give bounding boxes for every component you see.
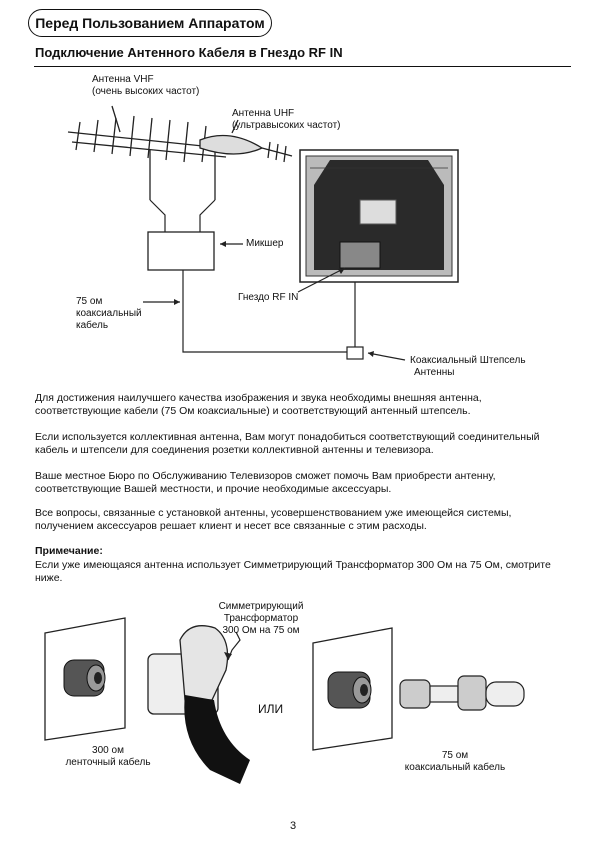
coaxial-cable-line	[182, 270, 348, 353]
note-text: Если уже имеющаяся антенна использует Си…	[35, 559, 551, 584]
uhf-antenna-icon	[199, 119, 293, 200]
mixer-box	[147, 231, 215, 271]
tv-rear-icon	[299, 149, 459, 283]
antenna-plug-label: Коаксиальный Штепсель Антенны	[410, 355, 526, 379]
wall-plate-right-icon	[312, 627, 393, 751]
coaxial-connector-icon	[399, 675, 525, 711]
or-label: ИЛИ	[258, 702, 284, 716]
transformer-label-line1: Симметрирующий Трансформатор	[218, 601, 304, 624]
coax-cable-label: 75 ом коаксиальный кабель	[400, 750, 510, 774]
section-title: Подключение Антенного Кабеля в Гнездо RF…	[35, 45, 343, 60]
ribbon-label-line1: 300 ом	[92, 745, 124, 756]
mixer-label: Микшер	[246, 238, 284, 249]
transformer-label-line2: 300 Ом на 75 ом	[222, 625, 300, 636]
uhf-antenna-label: Антенна UHF (ультравысоких частот)	[232, 108, 340, 132]
paragraph-4: Все вопросы, связанные с установкой анте…	[35, 507, 512, 532]
cable-label-line1: 75 ом	[76, 296, 103, 307]
uhf-label-line1: Антенна UHF	[232, 108, 295, 119]
vhf-label-line1: Антенна VHF	[92, 74, 154, 85]
note-title: Примечание:	[35, 545, 103, 557]
uhf-label-line2: (ультравысоких частот)	[232, 120, 341, 131]
wall-plate-left-icon	[44, 617, 126, 741]
vhf-label-line2: (очень высоких частот)	[92, 86, 200, 97]
page-tab-title: Перед Пользованием Аппаратом	[28, 9, 272, 37]
paragraph-2: Если используется коллективная антенна, …	[35, 431, 540, 456]
section-divider	[34, 66, 571, 67]
rf-in-label: Гнездо RF IN	[238, 292, 299, 303]
coaxial-cable-label: 75 ом коаксиальный кабель	[76, 296, 142, 332]
transformer-label: Симметрирующий Трансформатор 300 Ом на 7…	[186, 601, 336, 637]
paragraph-3: Ваше местное Бюро по Обслуживанию Телеви…	[35, 470, 496, 495]
antenna-plug-icon	[346, 346, 364, 360]
cable-label-line3: кабель	[76, 320, 109, 331]
ribbon-label-line2: ленточный кабель	[65, 757, 151, 768]
cable-label-line2: коаксиальный	[76, 308, 142, 319]
balun-transformer-icon	[147, 625, 250, 784]
vhf-antenna-label: Антенна VHF (очень высоких частот)	[92, 74, 199, 98]
plug-label-line1: Коаксиальный Штепсель	[410, 355, 526, 366]
vhf-antenna-icon	[67, 105, 227, 200]
coax-label-line2: коаксиальный кабель	[404, 762, 506, 773]
paragraph-1: Для достижения наилучшего качества изобр…	[35, 392, 482, 417]
plug-label-line2: Антенны	[414, 367, 455, 378]
coax-label-line1: 75 ом	[441, 750, 469, 761]
page-number: 3	[290, 820, 297, 832]
ribbon-cable-label: 300 ом ленточный кабель	[60, 745, 156, 769]
